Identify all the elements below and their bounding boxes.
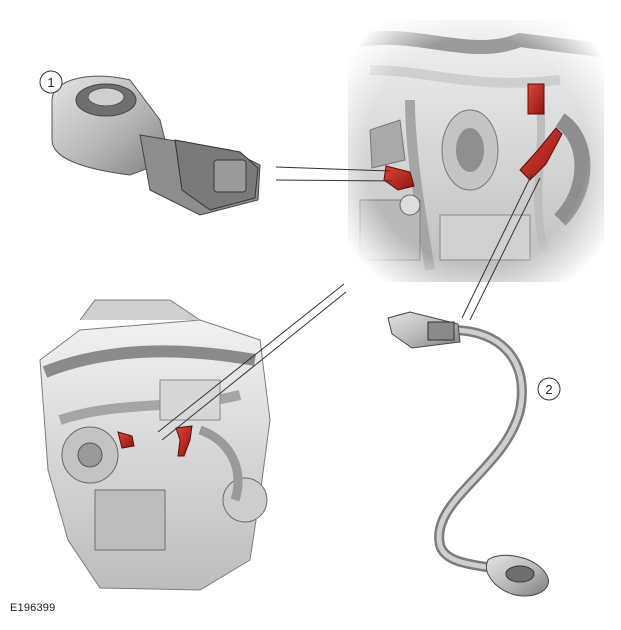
callout-2-label: 2 [545,382,552,397]
callout-1-label: 1 [47,75,54,90]
engine-assembly [39,299,271,591]
callout-2: 2 [537,377,561,401]
engine-sensor-highlight-a [117,431,135,449]
engine-sensor-highlight-b [175,425,193,457]
callout-1: 1 [39,70,63,94]
leader-lines [157,166,541,441]
harness-sensor-body [486,554,549,597]
harness-connector [387,311,461,349]
engine-closeup-detail [348,20,604,282]
knock-sensor-harness [387,311,549,597]
knock-sensor-part [51,75,261,216]
figure-reference: E196399 [10,602,56,614]
